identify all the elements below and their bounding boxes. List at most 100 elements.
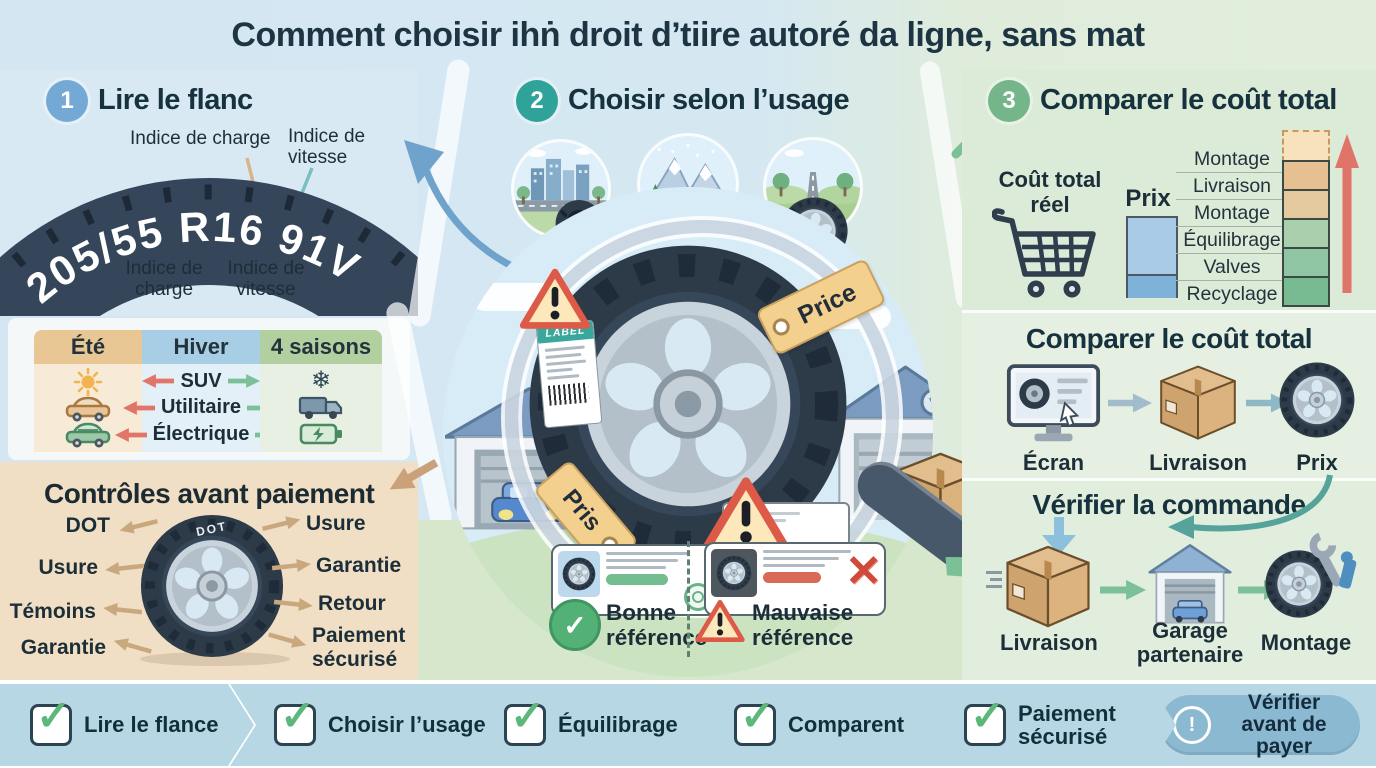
cost-item: Valves (1176, 253, 1288, 280)
blue-down-arrow-icon (1042, 517, 1076, 555)
good-reference-label: Bonne référence (606, 600, 708, 651)
col-header-hiver: Hiver (142, 330, 260, 364)
electric-car-icon (65, 422, 111, 448)
good-check-icon: ✓ (549, 599, 601, 651)
order-step-montage: Montage (1260, 630, 1352, 655)
order-step-garage: Garage partenaire (1136, 618, 1244, 668)
section3-title: Comparer le coût total (1040, 84, 1337, 116)
check-glyph: ✓ (970, 692, 1006, 739)
season-table-panel: Été Hiver 4 saisons (8, 318, 410, 460)
footer-step-6: ! Vérifier avant de payer (1150, 684, 1376, 766)
cost-segment (1282, 160, 1330, 191)
red-left-arrow-icon (114, 427, 147, 442)
footer-step-label: Choisir l’usage (328, 712, 486, 738)
label-speed-index-bottom: Indice de vitesse (227, 258, 305, 301)
step-number-2: 2 (516, 80, 558, 122)
page-title: Comment choisir ihṅ droit d’tiire autoré… (231, 16, 1145, 54)
col-hiver: SUV Utilitaire Électrique (114, 364, 288, 452)
season-table: Été Hiver 4 saisons (34, 330, 382, 452)
footer-step-1: ✓ Lire le flance (0, 684, 254, 766)
box-icon (1160, 365, 1236, 440)
speed-lines-icon (986, 567, 1002, 592)
cost-items-list: Montage Livraison Montage Équilibrage Va… (1176, 146, 1288, 307)
footer-step-3: ✓ Équilibrage (460, 684, 728, 766)
cost-item: Livraison (1176, 172, 1288, 199)
arrow-to-garantie-right (271, 556, 312, 576)
check-glyph: ✓ (280, 692, 316, 739)
compare-flow-title: Comparer le coût total (1025, 323, 1313, 354)
compare-step-livraison: Livraison (1149, 450, 1247, 475)
checkbox-icon: ✓ (30, 704, 72, 746)
monitor-icon (1006, 364, 1101, 444)
section-compare-total-cost: 3 Comparer le coût total Coût total réel… (962, 70, 1376, 310)
cost-item: Montage (1176, 199, 1288, 226)
control-label-usure-right: Usure (306, 512, 366, 535)
checkbox-icon: ✓ (274, 704, 316, 746)
controls-title: Contrôles avant paiement (44, 478, 375, 509)
compare-step-ecran: Écran (1022, 450, 1085, 475)
usage-row-electrique: Électrique (114, 423, 288, 446)
garage-icon (1148, 544, 1232, 624)
red-left-arrow-icon (122, 401, 155, 415)
sun-icon (73, 368, 103, 396)
car-icon (65, 396, 111, 422)
box-icon (1006, 545, 1090, 628)
check-glyph: ✓ (563, 609, 587, 641)
card-tire-thumb (711, 549, 757, 597)
alert-circle-icon: ! (1173, 706, 1211, 744)
warning-triangle-small-icon (694, 598, 746, 645)
order-flow-title: Vérifier la commande (1032, 489, 1306, 520)
final-button-label: Vérifier avant de payer (1241, 690, 1327, 759)
flow-arrow-icon (1100, 580, 1146, 600)
warning-triangle-icon (518, 266, 592, 333)
footer-step-2: ✓ Choisir l’usage (230, 684, 498, 766)
compare-step-prix: Prix (1296, 450, 1338, 475)
col-header-ete: Été (34, 330, 142, 364)
footer-step-4: ✓ Comparent (690, 684, 958, 766)
footer-step-5: ✓ Paiement sécurisé (920, 684, 1188, 766)
cost-item: Montage (1194, 147, 1270, 170)
usage-label: SUV (180, 369, 222, 392)
usage-label: Utilitaire (160, 396, 242, 419)
cost-segment (1282, 189, 1330, 220)
check-glyph: ✓ (740, 692, 776, 739)
arrow-to-temoins (101, 600, 142, 620)
step-number-1: 1 (46, 80, 88, 122)
label-load-index-bottom: Indice de charge (125, 258, 203, 301)
cost-segment (1282, 218, 1330, 249)
green-right-arrow-icon (227, 374, 260, 389)
col-header-4saisons: 4 saisons (260, 330, 382, 364)
cost-segment (1282, 247, 1330, 278)
cost-item: Équilibrage (1176, 226, 1288, 253)
flow-arrow-icon (1108, 393, 1152, 413)
tag-hole (769, 315, 793, 339)
truck-icon (298, 396, 343, 419)
control-label-temoins: Témoins (9, 600, 96, 623)
control-label-garantie-left: Garantie (20, 636, 106, 659)
tire-shadow (140, 652, 290, 666)
compare-flow-band: Comparer le coût total Écran Livraison P… (962, 310, 1376, 481)
section1-title: Lire le flanc (98, 84, 253, 116)
battery-icon (299, 424, 342, 445)
cart-caption: Coût total réel (998, 167, 1102, 217)
checkbox-icon: ✓ (504, 704, 546, 746)
order-flow-band: Vérifier la commande Livraison Garage pa… (962, 474, 1376, 685)
card-lines (606, 551, 710, 609)
tire-sidewall-arc: 205/55 R16 91V (0, 178, 418, 316)
stacked-cost-bar (1282, 130, 1330, 307)
price-bar-bottom-segment (1128, 274, 1176, 298)
label-load-index-top: Indice de charge (130, 128, 271, 149)
check-glyph: ✓ (36, 692, 72, 739)
snowflake-icon: ❄ (310, 366, 332, 394)
tire-icon (716, 555, 752, 591)
bad-reference-card: ✕ (704, 542, 886, 616)
shopping-cart-icon (992, 202, 1102, 302)
section-read-sidewall: 1 Lire le flanc Indice de charge Indice … (0, 70, 418, 316)
control-label-garantie-right: Garantie (316, 554, 402, 577)
bad-reference-label: Mauvaise référence (752, 600, 854, 651)
reference-divider (687, 541, 690, 657)
checkbox-icon: ✓ (964, 704, 1006, 746)
control-label-paiement: Paiement sécurisé (312, 624, 406, 671)
price-bar (1126, 216, 1178, 298)
